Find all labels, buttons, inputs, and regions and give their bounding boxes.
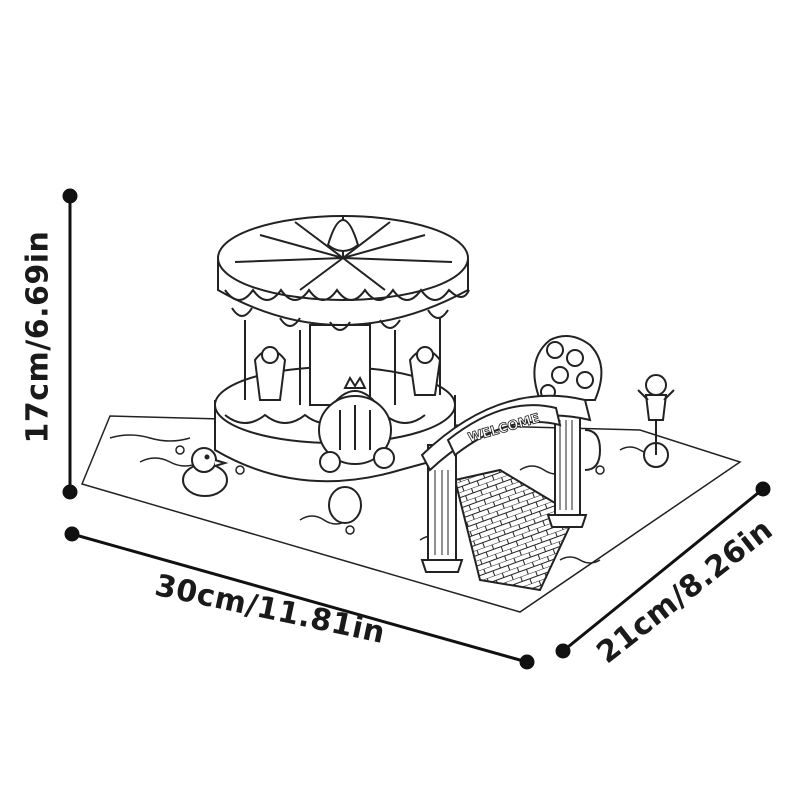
- flower-bush: [533, 335, 603, 401]
- height-dimension-label: 17cm/6.69in: [20, 230, 56, 444]
- dimension-lines: [62, 188, 771, 670]
- pumpkin-carriage: [318, 375, 395, 524]
- duck-figure: [182, 447, 229, 497]
- carousel-canopy: [217, 215, 470, 331]
- welcome-arch: [420, 394, 602, 592]
- unicycle-figure: [637, 374, 675, 468]
